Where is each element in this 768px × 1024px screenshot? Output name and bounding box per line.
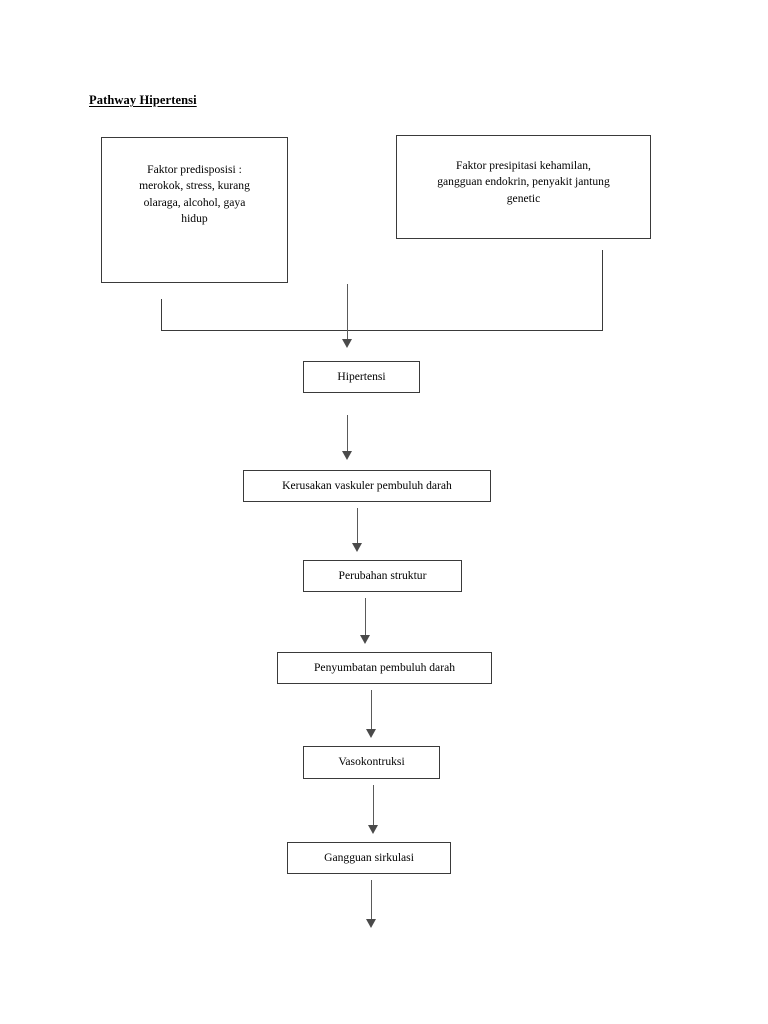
arrow-shaft [371, 690, 372, 731]
node-vasokontruksi-label: Vasokontruksi [338, 755, 405, 769]
node-penyumbatan-pembuluh-darah[interactable]: Penyumbatan pembuluh darah [277, 652, 492, 684]
arrow-head [366, 919, 376, 928]
arrow-shaft [365, 598, 366, 637]
node-faktor-predisposisi[interactable]: Faktor predisposisi : merokok, stress, k… [101, 137, 288, 283]
node-predisposisi-line-2: merokok, stress, kurang [139, 179, 250, 193]
arrow-shaft [373, 785, 374, 827]
arrow-shaft [357, 508, 358, 545]
connector-merge-bus [161, 330, 603, 331]
node-predisposisi-line-3: olaraga, alcohol, gaya [143, 195, 246, 209]
node-hipertensi[interactable]: Hipertensi [303, 361, 420, 393]
node-predisposisi-text: Faktor predisposisi : merokok, stress, k… [139, 162, 250, 228]
node-gangguan-sirkulasi[interactable]: Gangguan sirkulasi [287, 842, 451, 874]
connector-predisposisi-stub [161, 299, 162, 331]
node-predisposisi-line-4: hidup [181, 212, 208, 226]
arrow-to-hipertensi [342, 284, 353, 350]
arrow-gangguan-continues [366, 880, 377, 930]
node-presipitasi-line-2: gangguan endokrin, penyakit jantung [437, 175, 610, 189]
page-title: Pathway Hipertensi [89, 93, 197, 107]
node-kerusakan-vaskuler[interactable]: Kerusakan vaskuler pembuluh darah [243, 470, 491, 502]
node-presipitasi-line-3: genetic [506, 191, 541, 205]
arrow-shaft [347, 284, 348, 341]
arrow-vasokontruksi-to-gangguan [368, 785, 379, 836]
node-hipertensi-label: Hipertensi [337, 369, 386, 383]
node-predisposisi-line-1: Faktor predisposisi : [147, 163, 242, 176]
arrow-head [342, 339, 352, 348]
arrow-head [366, 729, 376, 738]
node-perubahan-struktur[interactable]: Perubahan struktur [303, 560, 462, 592]
node-presipitasi-text: Faktor presipitasi kehamilan, gangguan e… [437, 158, 610, 207]
node-vasokontruksi[interactable]: Vasokontruksi [303, 746, 440, 779]
arrow-perubahan-to-penyumbatan [360, 598, 371, 646]
node-presipitasi-line-1: Faktor presipitasi kehamilan, [456, 159, 591, 172]
arrow-shaft [347, 415, 348, 453]
arrow-shaft [371, 880, 372, 921]
node-kerusakan-label: Kerusakan vaskuler pembuluh darah [282, 478, 452, 492]
arrow-hipertensi-to-kerusakan [342, 415, 353, 462]
arrow-head [360, 635, 370, 644]
node-penyumbatan-label: Penyumbatan pembuluh darah [313, 660, 456, 674]
arrow-penyumbatan-to-vasokontruksi [366, 690, 377, 740]
arrow-head [368, 825, 378, 834]
arrow-kerusakan-to-perubahan [352, 508, 363, 554]
arrow-head [352, 543, 362, 552]
node-perubahan-label: Perubahan struktur [338, 568, 427, 582]
node-faktor-presipitasi[interactable]: Faktor presipitasi kehamilan, gangguan e… [396, 135, 651, 239]
connector-presipitasi-stub [602, 250, 603, 331]
arrow-head [342, 451, 352, 460]
node-gangguan-label: Gangguan sirkulasi [324, 850, 414, 864]
